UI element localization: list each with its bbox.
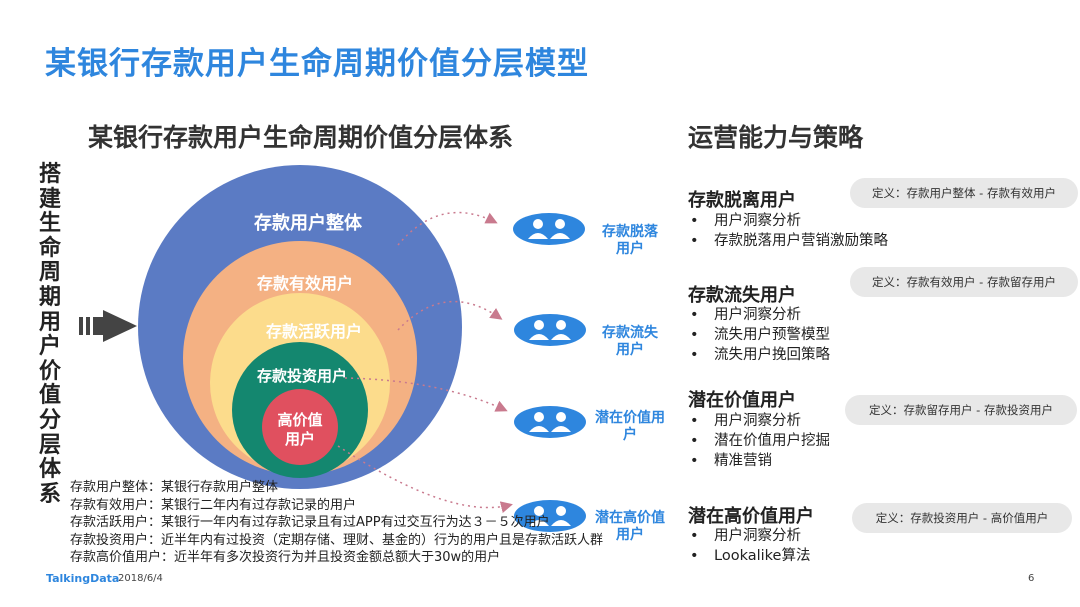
right-section-heading: 运营能力与策略 <box>688 123 864 152</box>
segment-label: 潜在高价值 用户 <box>589 510 671 544</box>
strategy-title: 潜在价值用户 <box>688 390 796 411</box>
dotted-arrow-4 <box>337 445 513 513</box>
strategy-item: 用户洞察分析 <box>688 411 830 431</box>
left-section-heading: 某银行存款用户生命周期价值分层体系 <box>88 123 514 152</box>
circle-label-effective: 存款有效用户 <box>257 274 353 293</box>
strategy-item: 存款脱落用户营销激励策略 <box>688 231 888 251</box>
strategy-list: 用户洞察分析 潜在价值用户挖掘 精准营销 <box>688 411 830 471</box>
definition-pill: 定义：存款留存用户 - 存款投资用户 <box>845 395 1077 425</box>
definition-pill: 定义：存款投资用户 - 高价值用户 <box>852 503 1072 533</box>
segment-label-line: 用户 <box>616 241 644 257</box>
definition-line: 存款有效用户：某银行二年内有过存款记录的用户 <box>70 497 357 513</box>
page-number: 6 <box>1028 573 1035 584</box>
segment-label-line: 存款流失 <box>602 325 658 341</box>
strategy-list: 用户洞察分析 存款脱落用户营销激励策略 <box>688 211 888 251</box>
strategy-item: 用户洞察分析 <box>688 305 830 325</box>
segment-label-line: 潜在价值用 <box>595 410 665 426</box>
circle-high-value-users <box>262 389 338 465</box>
strategy-title: 存款流失用户 <box>688 285 796 306</box>
circle-label-all: 存款用户整体 <box>254 212 363 234</box>
definition-line: 存款高价值用户：近半年有多次投资行为并且投资金额总额大于30w的用户 <box>70 550 501 566</box>
footer-date: 2018/6/4 <box>118 573 163 584</box>
circle-label-high-value: 高价值 <box>277 411 322 429</box>
definition-pill: 定义：存款有效用户 - 存款留存用户 <box>850 267 1078 297</box>
definition-line: 存款用户整体：某银行存款用户整体 <box>70 480 279 495</box>
user-group-icon <box>514 314 586 346</box>
strategy-title: 潜在高价值用户 <box>688 506 814 527</box>
flow-arrow-icon <box>79 310 137 342</box>
circle-label-active: 存款活跃用户 <box>266 322 362 341</box>
segment-label-line: 潜在高价值 <box>595 510 665 526</box>
segment-label-line: 户 <box>623 427 637 443</box>
strategy-list: 用户洞察分析 Lookalike算法 <box>688 526 810 566</box>
definition-pill: 定义：存款用户整体 - 存款有效用户 <box>850 178 1078 208</box>
user-group-icon <box>514 406 586 438</box>
strategy-item: 用户洞察分析 <box>688 211 888 231</box>
strategy-list: 用户洞察分析 流失用户预警模型 流失用户挽回策略 <box>688 305 830 365</box>
strategy-title: 存款脱离用户 <box>688 190 796 211</box>
dotted-arrow-1 <box>397 211 498 246</box>
definition-line: 存款活跃用户：某银行一年内有过存款记录且有过APP有过交互行为达３－５次用户 <box>70 515 550 531</box>
strategy-item: 精准营销 <box>688 451 830 471</box>
segment-label-line: 存款脱落 <box>602 224 658 240</box>
user-group-icon <box>513 213 585 245</box>
strategy-item: 流失用户预警模型 <box>688 325 830 345</box>
circle-label-investment: 存款投资用户 <box>257 367 347 385</box>
strategy-item: Lookalike算法 <box>688 546 810 566</box>
segment-label-line: 用户 <box>616 342 644 358</box>
strategy-item: 潜在价值用户挖掘 <box>688 431 830 451</box>
vertical-label: 搭建生命周期用户价值分层体系 <box>38 162 61 507</box>
user-group-icon <box>514 500 586 532</box>
definitions-block: 存款用户整体：某银行存款用户整体 存款有效用户：某银行二年内有过存款记录的用户 … <box>70 479 603 567</box>
footer-logo: TalkingData <box>46 572 120 585</box>
definition-line: 存款投资用户：近半年内有过投资（定期存储、理财、基金的）行为的用户且是存款活跃人… <box>70 532 604 548</box>
segment-label: 潜在价值用 户 <box>589 410 671 444</box>
strategy-item: 用户洞察分析 <box>688 526 810 546</box>
strategy-item: 流失用户挽回策略 <box>688 345 830 365</box>
segment-label-line: 用户 <box>616 527 644 543</box>
segment-label: 存款脱落 用户 <box>589 224 671 258</box>
segment-label: 存款流失 用户 <box>589 325 671 359</box>
page-title: 某银行存款用户生命周期价值分层模型 <box>45 46 589 82</box>
circle-label-high-value-2: 用户 <box>285 430 315 448</box>
